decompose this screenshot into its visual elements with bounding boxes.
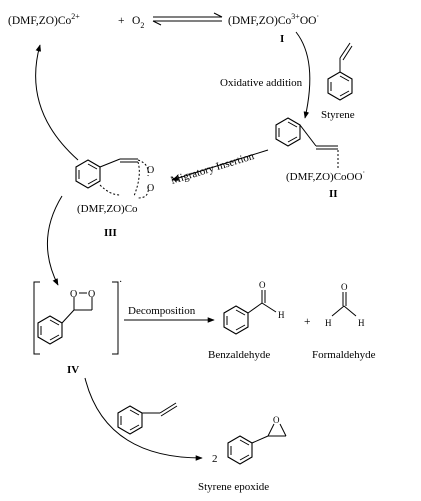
label-I: I [280, 33, 284, 45]
oxygen-atom-benzaldehyde: O [259, 280, 266, 290]
decomposition-label: Decomposition [128, 305, 196, 317]
hydrogen-atom-formaldehyde-1: H [325, 318, 332, 328]
hydrogen-atom-formaldehyde-2: H [358, 318, 365, 328]
arrow-III-to-IV [47, 195, 63, 286]
oxygen-atom-epoxide: O [273, 415, 280, 425]
dioxetane-charge: · [119, 277, 122, 288]
migratory-insertion-label: Migratory Insertion [169, 150, 256, 187]
formaldehyde-structure [331, 292, 357, 317]
label-II: II [329, 188, 338, 200]
oxidative-addition-label: Oxidative addition [220, 77, 303, 89]
return-arrow [35, 44, 79, 161]
complex-III-structure [75, 158, 149, 199]
label-III: III [104, 227, 117, 239]
complex-III-label: (DMF,ZO)Co [77, 203, 138, 215]
styrene-label: Styrene [321, 109, 355, 121]
benzaldehyde-structure [223, 290, 277, 335]
equilibrium-arrow [152, 12, 223, 26]
epoxidation-arrow [84, 377, 203, 461]
epoxide-coefficient: 2 [212, 453, 218, 465]
oxygen-atom-formaldehyde: O [341, 282, 348, 292]
dioxetane-IV-structure [33, 281, 119, 355]
oxygen-molecule: O2 [132, 15, 144, 30]
styrene-structure [327, 42, 353, 101]
co2-complex-label: (DMF,ZO)Co2+ [8, 12, 80, 27]
superoxo-complex-label: (DMF,ZO)Co3+OO· [228, 12, 319, 27]
oxygen-atom-III-2: O [147, 183, 154, 194]
oxygen-atom-IV-2: O [88, 289, 95, 300]
plus-between-products: + [304, 316, 311, 328]
oxidative-addition-arrow [295, 31, 311, 119]
hydrogen-atom-benzaldehyde: H [278, 310, 285, 320]
formaldehyde-label: Formaldehyde [312, 349, 376, 361]
complex-II-label: (DMF,ZO)CoOO· [286, 168, 365, 183]
label-IV: IV [67, 364, 79, 376]
complex-II-structure [275, 117, 339, 168]
plus-sign: + [118, 15, 125, 27]
styrene-epoxide-structure [227, 423, 287, 465]
styrene-reagent-structure [117, 402, 178, 435]
oxygen-atom-III-1: O [147, 165, 154, 176]
oxygen-atom-IV-1: O [70, 289, 77, 300]
migratory-insertion-arrow [171, 149, 269, 181]
styrene-epoxide-label: Styrene epoxide [198, 481, 269, 493]
benzaldehyde-label: Benzaldehyde [208, 349, 270, 361]
